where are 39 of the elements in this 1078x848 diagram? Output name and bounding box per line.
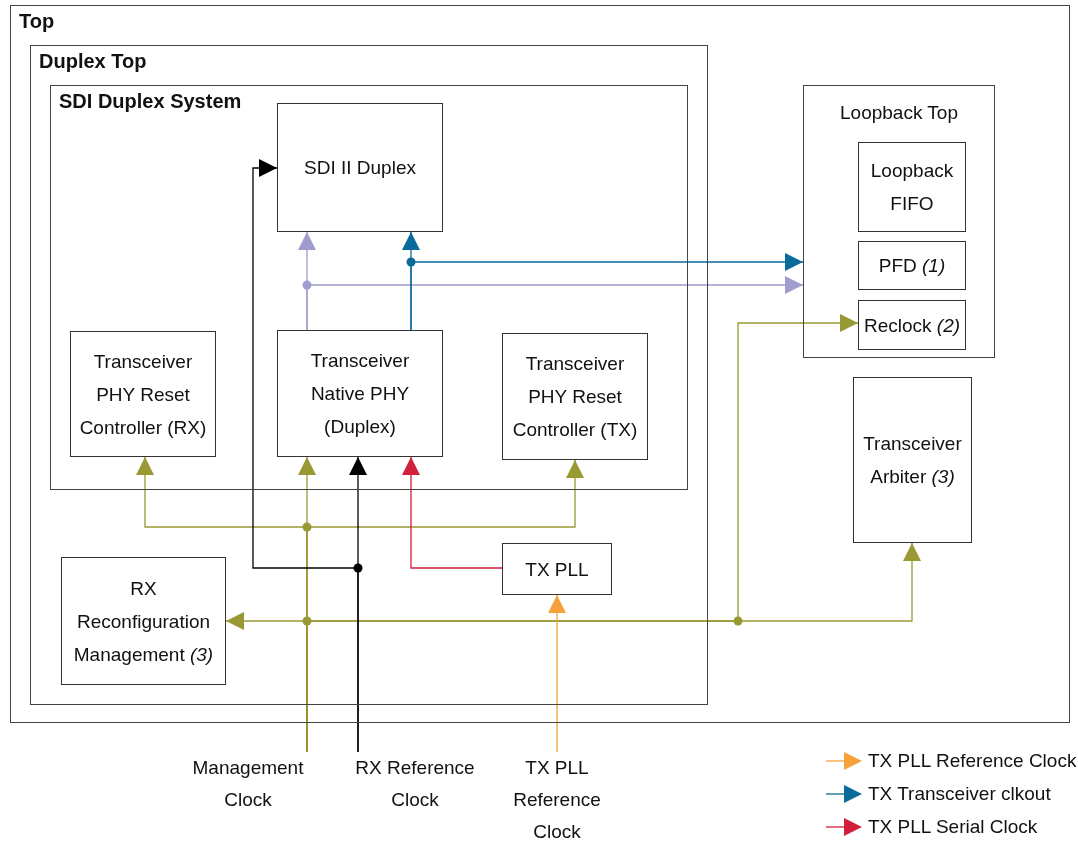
block-box bbox=[502, 543, 612, 595]
block-label: Reclock (2) bbox=[863, 313, 961, 338]
signal-label: RX Reference Clock bbox=[354, 752, 476, 818]
block-box bbox=[277, 330, 443, 457]
block-label: PFD (1) bbox=[878, 254, 946, 278]
block-label: Transceiver Arbiter (3) bbox=[862, 432, 963, 489]
block-label: Transceiver PHY Reset Controller (TX) bbox=[511, 352, 639, 442]
group-title: Loopback Top bbox=[839, 102, 959, 124]
block-label: Transceiver PHY Reset Controller (RX) bbox=[78, 349, 208, 440]
block-box bbox=[61, 557, 226, 685]
subsystem-boundary bbox=[50, 85, 688, 490]
block-label: RX Reconfiguration Management (3) bbox=[72, 576, 215, 667]
block-label: TX PLL bbox=[525, 557, 589, 582]
system-boundary bbox=[10, 5, 1070, 723]
signal-arrow bbox=[548, 594, 566, 753]
legend-label: TX Transceiver clkout bbox=[868, 782, 1051, 805]
signal-arrow bbox=[402, 456, 503, 569]
block-box bbox=[277, 103, 443, 232]
signal-arrow bbox=[410, 253, 804, 331]
group-title: SDI Duplex System bbox=[59, 90, 242, 113]
block-box bbox=[858, 300, 966, 350]
legend-label: TX PLL Serial Clock bbox=[868, 815, 1038, 838]
subsystem-boundary bbox=[803, 85, 995, 358]
subsystem-boundary bbox=[30, 45, 708, 705]
legend-label: TX PLL Reference Clock bbox=[868, 749, 1077, 772]
block-box bbox=[858, 142, 966, 232]
block-box bbox=[858, 241, 966, 290]
signal-arrow bbox=[306, 276, 804, 331]
signal-label: Management Clock bbox=[186, 752, 310, 818]
signal-arrow bbox=[252, 159, 359, 753]
block-box bbox=[70, 331, 216, 457]
group-title: Duplex Top bbox=[39, 50, 147, 73]
block-label: Transceiver Native PHY (Duplex) bbox=[309, 349, 411, 439]
group-title: Top bbox=[19, 10, 55, 33]
signal-label: TX PLL Reference Clock bbox=[505, 752, 609, 848]
block-box bbox=[502, 333, 648, 460]
block-box bbox=[853, 377, 972, 543]
block-label: SDI II Duplex bbox=[304, 156, 416, 180]
block-label: Loopback FIFO bbox=[869, 159, 955, 216]
